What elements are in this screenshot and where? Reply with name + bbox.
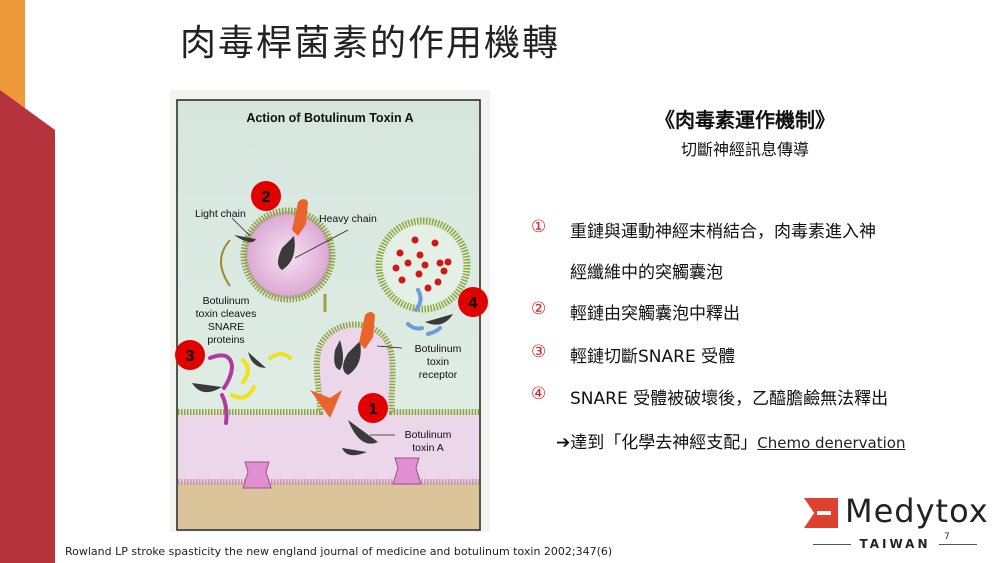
logo-mark-icon (804, 498, 838, 528)
step-1-text-line1: 重鏈與運動神經末梢結合，肉毒素進入神 (570, 222, 876, 242)
label-cleaves: Botulinum toxin cleaves SNARE proteins (196, 295, 257, 346)
step-1-text-line2: 經纖維中的突觸囊泡 (570, 263, 723, 283)
badge-2 (251, 181, 281, 211)
citation: Rowland LP stroke spasticity the new eng… (65, 545, 613, 558)
svg-text:Botulinum: Botulinum (415, 343, 462, 355)
svg-text:2: 2 (262, 189, 271, 206)
toxin-shapes (192, 235, 453, 456)
svg-text:toxin A: toxin A (412, 442, 444, 454)
step-1-number: ① (531, 217, 547, 237)
heavy-chain-receptors (292, 199, 375, 418)
label-light-chain: Light chain (195, 208, 246, 220)
badge-4 (458, 287, 488, 317)
decor-red-band (0, 90, 55, 563)
medytox-logo: Medytox TAIWAN (800, 492, 990, 557)
svg-text:toxin cleaves: toxin cleaves (196, 308, 257, 320)
arrow-right-icon: ➔ (556, 433, 571, 453)
svg-text:3: 3 (186, 348, 195, 365)
step-3-text: 輕鏈切斷SNARE 受體 (570, 347, 736, 367)
conclusion: ➔達到「化學去神經支配」Chemo denervation (556, 428, 905, 453)
arrow-light-chain (220, 239, 231, 287)
badge-3 (175, 340, 205, 370)
page-number: 7 (944, 532, 950, 542)
svg-text:Botulinum: Botulinum (203, 295, 250, 307)
figure-title: Action of Botulinum Toxin A (246, 111, 413, 125)
snare-proteins (208, 288, 442, 425)
conclusion-english: Chemo denervation (757, 434, 906, 452)
svg-text:proteins: proteins (207, 334, 244, 346)
mechanism-title: 《肉毒素運作機制》 (655, 108, 835, 132)
step-3-number: ③ (531, 342, 547, 362)
label-receptor: Botulinum toxin receptor (415, 343, 462, 381)
step-4-text: SNARE 受體被破壞後，乙醯膽鹼無法釋出 (570, 389, 889, 409)
botulinum-diagram: Action of Botulinum Toxin A Light chain … (175, 99, 488, 531)
acetylcholine-dots (392, 236, 452, 292)
muscle-region (178, 482, 479, 529)
step-4-number: ④ (531, 384, 547, 404)
svg-text:receptor: receptor (419, 369, 458, 381)
logo-sub: TAIWAN (800, 537, 990, 551)
mechanism-subtitle: 切斷神經訊息傳導 (680, 140, 809, 159)
svg-text:1: 1 (369, 401, 378, 418)
step-2-number: ② (531, 299, 547, 319)
svg-text:SNARE: SNARE (208, 321, 244, 333)
ach-receptor-channels (242, 457, 422, 489)
slide-title: 肉毒桿菌素的作用機轉 (180, 23, 561, 64)
svg-text:toxin: toxin (427, 356, 449, 368)
svg-text:4: 4 (469, 295, 478, 312)
conclusion-text: 達到「化學去神經支配」 (570, 433, 758, 453)
label-toxin-a: Botulinum toxin A (405, 429, 452, 454)
logo-name: Medytox (845, 492, 989, 530)
svg-text:Botulinum: Botulinum (405, 429, 452, 441)
badge-1 (358, 393, 388, 423)
step-2-text: 輕鏈由突觸囊泡中釋出 (570, 304, 740, 324)
label-leaders (231, 217, 403, 436)
cell-membrane (178, 321, 479, 415)
label-heavy-chain: Heavy chain (319, 213, 377, 225)
